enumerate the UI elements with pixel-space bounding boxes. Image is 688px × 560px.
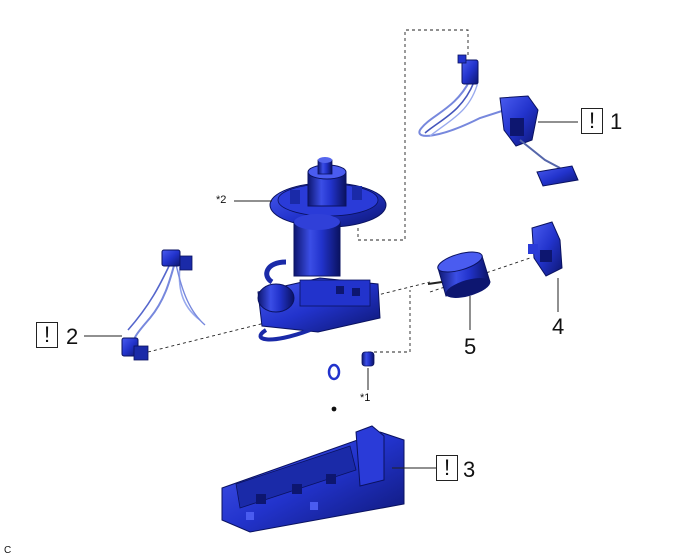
fuel-pump-assembly (234, 157, 387, 342)
figure-corner-code: C (4, 545, 12, 556)
callout-number-5: 5 (464, 334, 477, 359)
callout-number-4: 4 (552, 314, 565, 339)
caution-box-3: ! (436, 455, 458, 481)
note-star-2: *2 (216, 194, 227, 206)
caution-box-2: ! (36, 322, 58, 348)
fuel-pump-bracket-part (528, 221, 563, 312)
callout-number-2: 2 (66, 324, 79, 349)
callout-number-1: 1 (610, 109, 623, 134)
note-star-1: *1 (360, 392, 371, 404)
callout-number-3: 3 (463, 457, 476, 482)
suction-filter-case-part (221, 425, 436, 533)
small-gasket-parts (327, 351, 375, 412)
fuel-sender-gauge-part (418, 54, 579, 187)
fuel-pump-part (427, 251, 491, 330)
caution-box-1: ! (581, 108, 603, 134)
wire-harness-part (84, 249, 206, 361)
